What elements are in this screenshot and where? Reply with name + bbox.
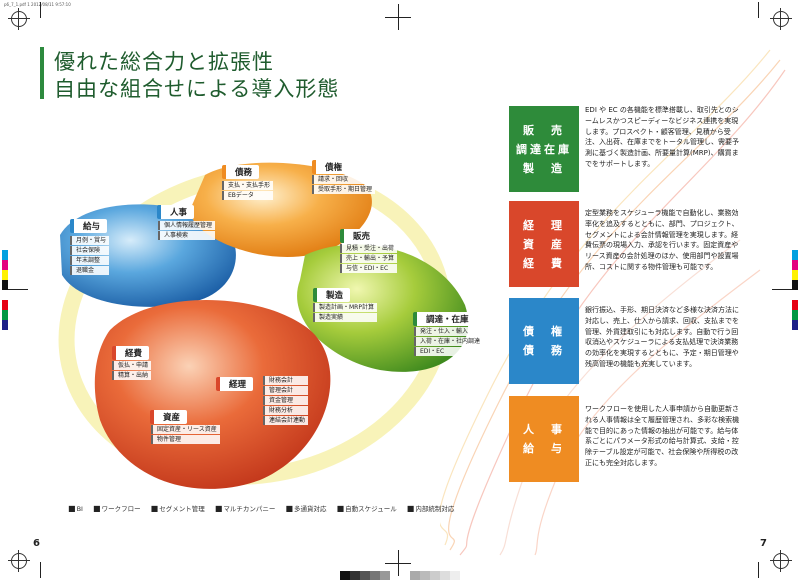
feature-desc-accounting: 定型業務をスケジューラ機能で自動化し、業務効率化を追及するとともに、部門、プロジ…	[585, 209, 739, 271]
feature-box-sales: 販 売調達在庫製 造	[509, 106, 579, 192]
module-hanbai-items: 見積・受注・出荷売上・輸出・予算与信・EDI・EC	[340, 244, 398, 274]
module-saiken-items: 請求・回収受取手形・期日管理	[312, 175, 376, 195]
module-keihi-label: 経費	[112, 346, 150, 360]
side-crop-mark	[2, 289, 28, 290]
feature-legend: BI ワークフロー セグメント管理 マルチカンパニー 多通貨対応 自動スケジュー…	[68, 503, 462, 513]
page-title-line2: 自由な組合せによる導入形態	[54, 77, 340, 101]
feature-box-hr: 人 事給 与	[509, 396, 579, 482]
module-keiri-label: 経理	[216, 377, 254, 391]
corner-crop-mark	[758, 562, 759, 578]
module-kyuyo-label: 給与	[70, 219, 108, 233]
module-keihi-items: 仮払・申請精算・出納	[112, 361, 152, 381]
module-shisan-items: 固定資産・リース資産物件管理	[151, 425, 220, 445]
center-crop-mark	[385, 17, 411, 18]
registration-mark-icon	[8, 550, 30, 572]
legend-item: 多通貨対応	[285, 505, 326, 513]
feature-box-accounting: 経 理資 産経 費	[509, 201, 579, 287]
corner-crop-mark	[40, 2, 41, 18]
module-jinji-label: 人事	[157, 205, 195, 219]
registration-mark-icon	[8, 8, 30, 30]
legend-item: 自動スケジュール	[337, 505, 397, 513]
side-crop-mark	[772, 289, 798, 290]
legend-item: ワークフロー	[93, 505, 141, 513]
module-kyuyo-items: 月例・賞与社会保険年末調整退職金	[70, 236, 110, 276]
corner-crop-mark	[758, 2, 759, 18]
module-saimu-label: 債務	[222, 165, 260, 179]
center-crop-mark	[385, 563, 411, 564]
print-slug: p6_7_1.pdf 1 2012/08/11 9:57:10	[4, 2, 71, 7]
module-keiri-items: 財務会計管理会計資金管理財務分析連結会計連動	[263, 376, 309, 426]
module-chotatsu-label: 調達・在庫	[413, 312, 476, 326]
legend-item: マルチカンパニー	[215, 505, 276, 513]
page-title-line1: 優れた総合力と拡張性	[54, 50, 274, 74]
registration-mark-icon	[770, 8, 792, 30]
legend-item: セグメント管理	[151, 505, 205, 513]
page-number-left: 6	[33, 538, 40, 549]
legend-item: 内部統制対応	[407, 505, 455, 513]
corner-crop-mark	[40, 562, 41, 578]
title-accent-bar	[40, 47, 44, 99]
feature-desc-receivables: 銀行振込、手形、期日決済など多様な決済方法に対応し、売上、仕入から請求、回収、支…	[585, 306, 739, 368]
legend-item: BI	[68, 505, 83, 513]
feature-box-receivables: 債 権債 務	[509, 298, 579, 384]
module-saiken-label: 債権	[312, 160, 350, 174]
feature-desc-sales: EDI や EC の各機能を標準搭載し、取引先とのシームレスかつスピーディーなビ…	[585, 106, 739, 168]
registration-mark-icon	[770, 550, 792, 572]
module-jinji-items: 個人情報履歴管理人事検索	[158, 221, 216, 241]
module-shisan-label: 資産	[150, 410, 188, 424]
module-hanbai-label: 販売	[340, 229, 378, 243]
page-number-right: 7	[760, 538, 767, 549]
module-seizo-items: 製造計画・MRP計算製造実績	[313, 303, 377, 323]
feature-desc-hr: ワークフローを使用した人事申請から自動更新される人事情報は全て履歴管理され、多彩…	[585, 405, 740, 467]
module-seizo-label: 製造	[313, 288, 351, 302]
